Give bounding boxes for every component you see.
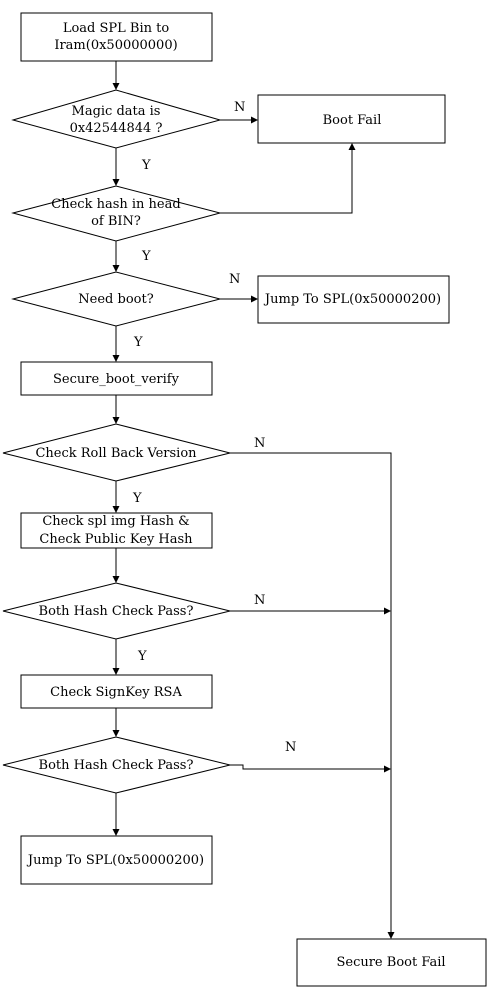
edge-rollback-yes-to-hash-calc bbox=[112, 481, 120, 513]
decision-need-boot: Need boot? bbox=[11, 271, 222, 327]
node-secure-boot-verify-label: Secure_boot_verify bbox=[53, 372, 180, 387]
label-magic-no: N bbox=[234, 100, 245, 115]
label-hash-pass-1-no: N bbox=[254, 593, 265, 608]
label-rollback-yes: Y bbox=[132, 491, 142, 506]
label-hash-pass-2-no: N bbox=[285, 740, 296, 755]
node-load-spl-line-1: Load SPL Bin to bbox=[63, 21, 170, 36]
decision-magic-data-line-2: 0x42544844 ? bbox=[70, 121, 163, 136]
decision-hash-in-head-line-2: of BIN? bbox=[91, 214, 141, 229]
decision-need-boot-label: Need boot? bbox=[78, 292, 153, 307]
label-rollback-no: N bbox=[254, 436, 265, 451]
node-boot-fail: Boot Fail bbox=[257, 94, 446, 144]
node-signkey-rsa: Check SignKey RSA bbox=[20, 674, 213, 709]
edge-hash-head-no-to-boot-fail bbox=[220, 143, 356, 214]
edge-hash-pass-2-yes-to-jump bbox=[112, 793, 120, 836]
node-secure-boot-fail-label: Secure Boot Fail bbox=[336, 955, 445, 970]
edge-rollback-no-to-fail bbox=[230, 452, 395, 939]
node-hash-calc-line-2: Check Public Key Hash bbox=[39, 532, 193, 547]
label-need-boot-yes: Y bbox=[133, 335, 143, 350]
label-magic-yes: Y bbox=[141, 158, 151, 173]
edge-hash-calc-to-hash-pass-1 bbox=[112, 548, 120, 583]
node-load-spl-line-2: Iram(0x50000000) bbox=[54, 38, 177, 53]
decision-hash-pass-1-label: Both Hash Check Pass? bbox=[39, 604, 194, 619]
decision-rollback: Check Roll Back Version bbox=[2, 423, 231, 482]
edge-need-boot-yes-to-verify bbox=[112, 326, 120, 362]
edge-hash-pass-1-no-to-fail-line bbox=[230, 607, 391, 615]
node-jump-spl-1: Jump To SPL(0x50000200) bbox=[257, 275, 450, 324]
edge-hash-pass-2-no-to-fail-line bbox=[230, 764, 391, 773]
decision-hash-in-head: Check hash in head of BIN? bbox=[11, 185, 222, 242]
edge-hash-head-yes-to-need-boot bbox=[112, 241, 120, 272]
node-secure-boot-fail: Secure Boot Fail bbox=[296, 938, 487, 987]
decision-hash-in-head-line-1: Check hash in head bbox=[51, 197, 180, 212]
decision-magic-data: Magic data is 0x42544844 ? bbox=[11, 89, 222, 149]
node-load-spl: Load SPL Bin to Iram(0x50000000) bbox=[20, 12, 213, 62]
decision-magic-data-line-1: Magic data is bbox=[72, 104, 161, 119]
node-hash-calc-line-1: Check spl img Hash & bbox=[42, 514, 189, 529]
label-hash-head-yes: Y bbox=[141, 249, 151, 264]
decision-hash-pass-2: Both Hash Check Pass? bbox=[2, 736, 231, 794]
node-jump-spl-1-label: Jump To SPL(0x50000200) bbox=[263, 292, 441, 307]
edge-verify-to-rollback bbox=[112, 395, 120, 424]
node-signkey-rsa-label: Check SignKey RSA bbox=[50, 685, 182, 700]
node-boot-fail-label: Boot Fail bbox=[323, 113, 382, 128]
decision-rollback-label: Check Roll Back Version bbox=[35, 446, 197, 461]
decision-hash-pass-1: Both Hash Check Pass? bbox=[2, 582, 231, 640]
label-hash-pass-1-yes: Y bbox=[137, 649, 147, 664]
node-jump-spl-2: Jump To SPL(0x50000200) bbox=[20, 835, 213, 885]
edge-need-boot-no-to-jump bbox=[220, 295, 258, 303]
edge-magic-yes-to-hash-head bbox=[112, 148, 120, 186]
edge-hash-pass-1-yes-to-signkey bbox=[112, 639, 120, 675]
edge-signkey-to-hash-pass-2 bbox=[112, 708, 120, 737]
node-hash-calc: Check spl img Hash & Check Public Key Ha… bbox=[20, 512, 213, 549]
node-secure-boot-verify: Secure_boot_verify bbox=[20, 361, 213, 396]
node-jump-spl-2-label: Jump To SPL(0x50000200) bbox=[26, 853, 204, 868]
decision-hash-pass-2-label: Both Hash Check Pass? bbox=[39, 758, 194, 773]
edge-magic-no-to-boot-fail bbox=[220, 116, 258, 124]
edge-load-to-magic bbox=[112, 61, 120, 90]
label-need-boot-no: N bbox=[229, 272, 240, 287]
